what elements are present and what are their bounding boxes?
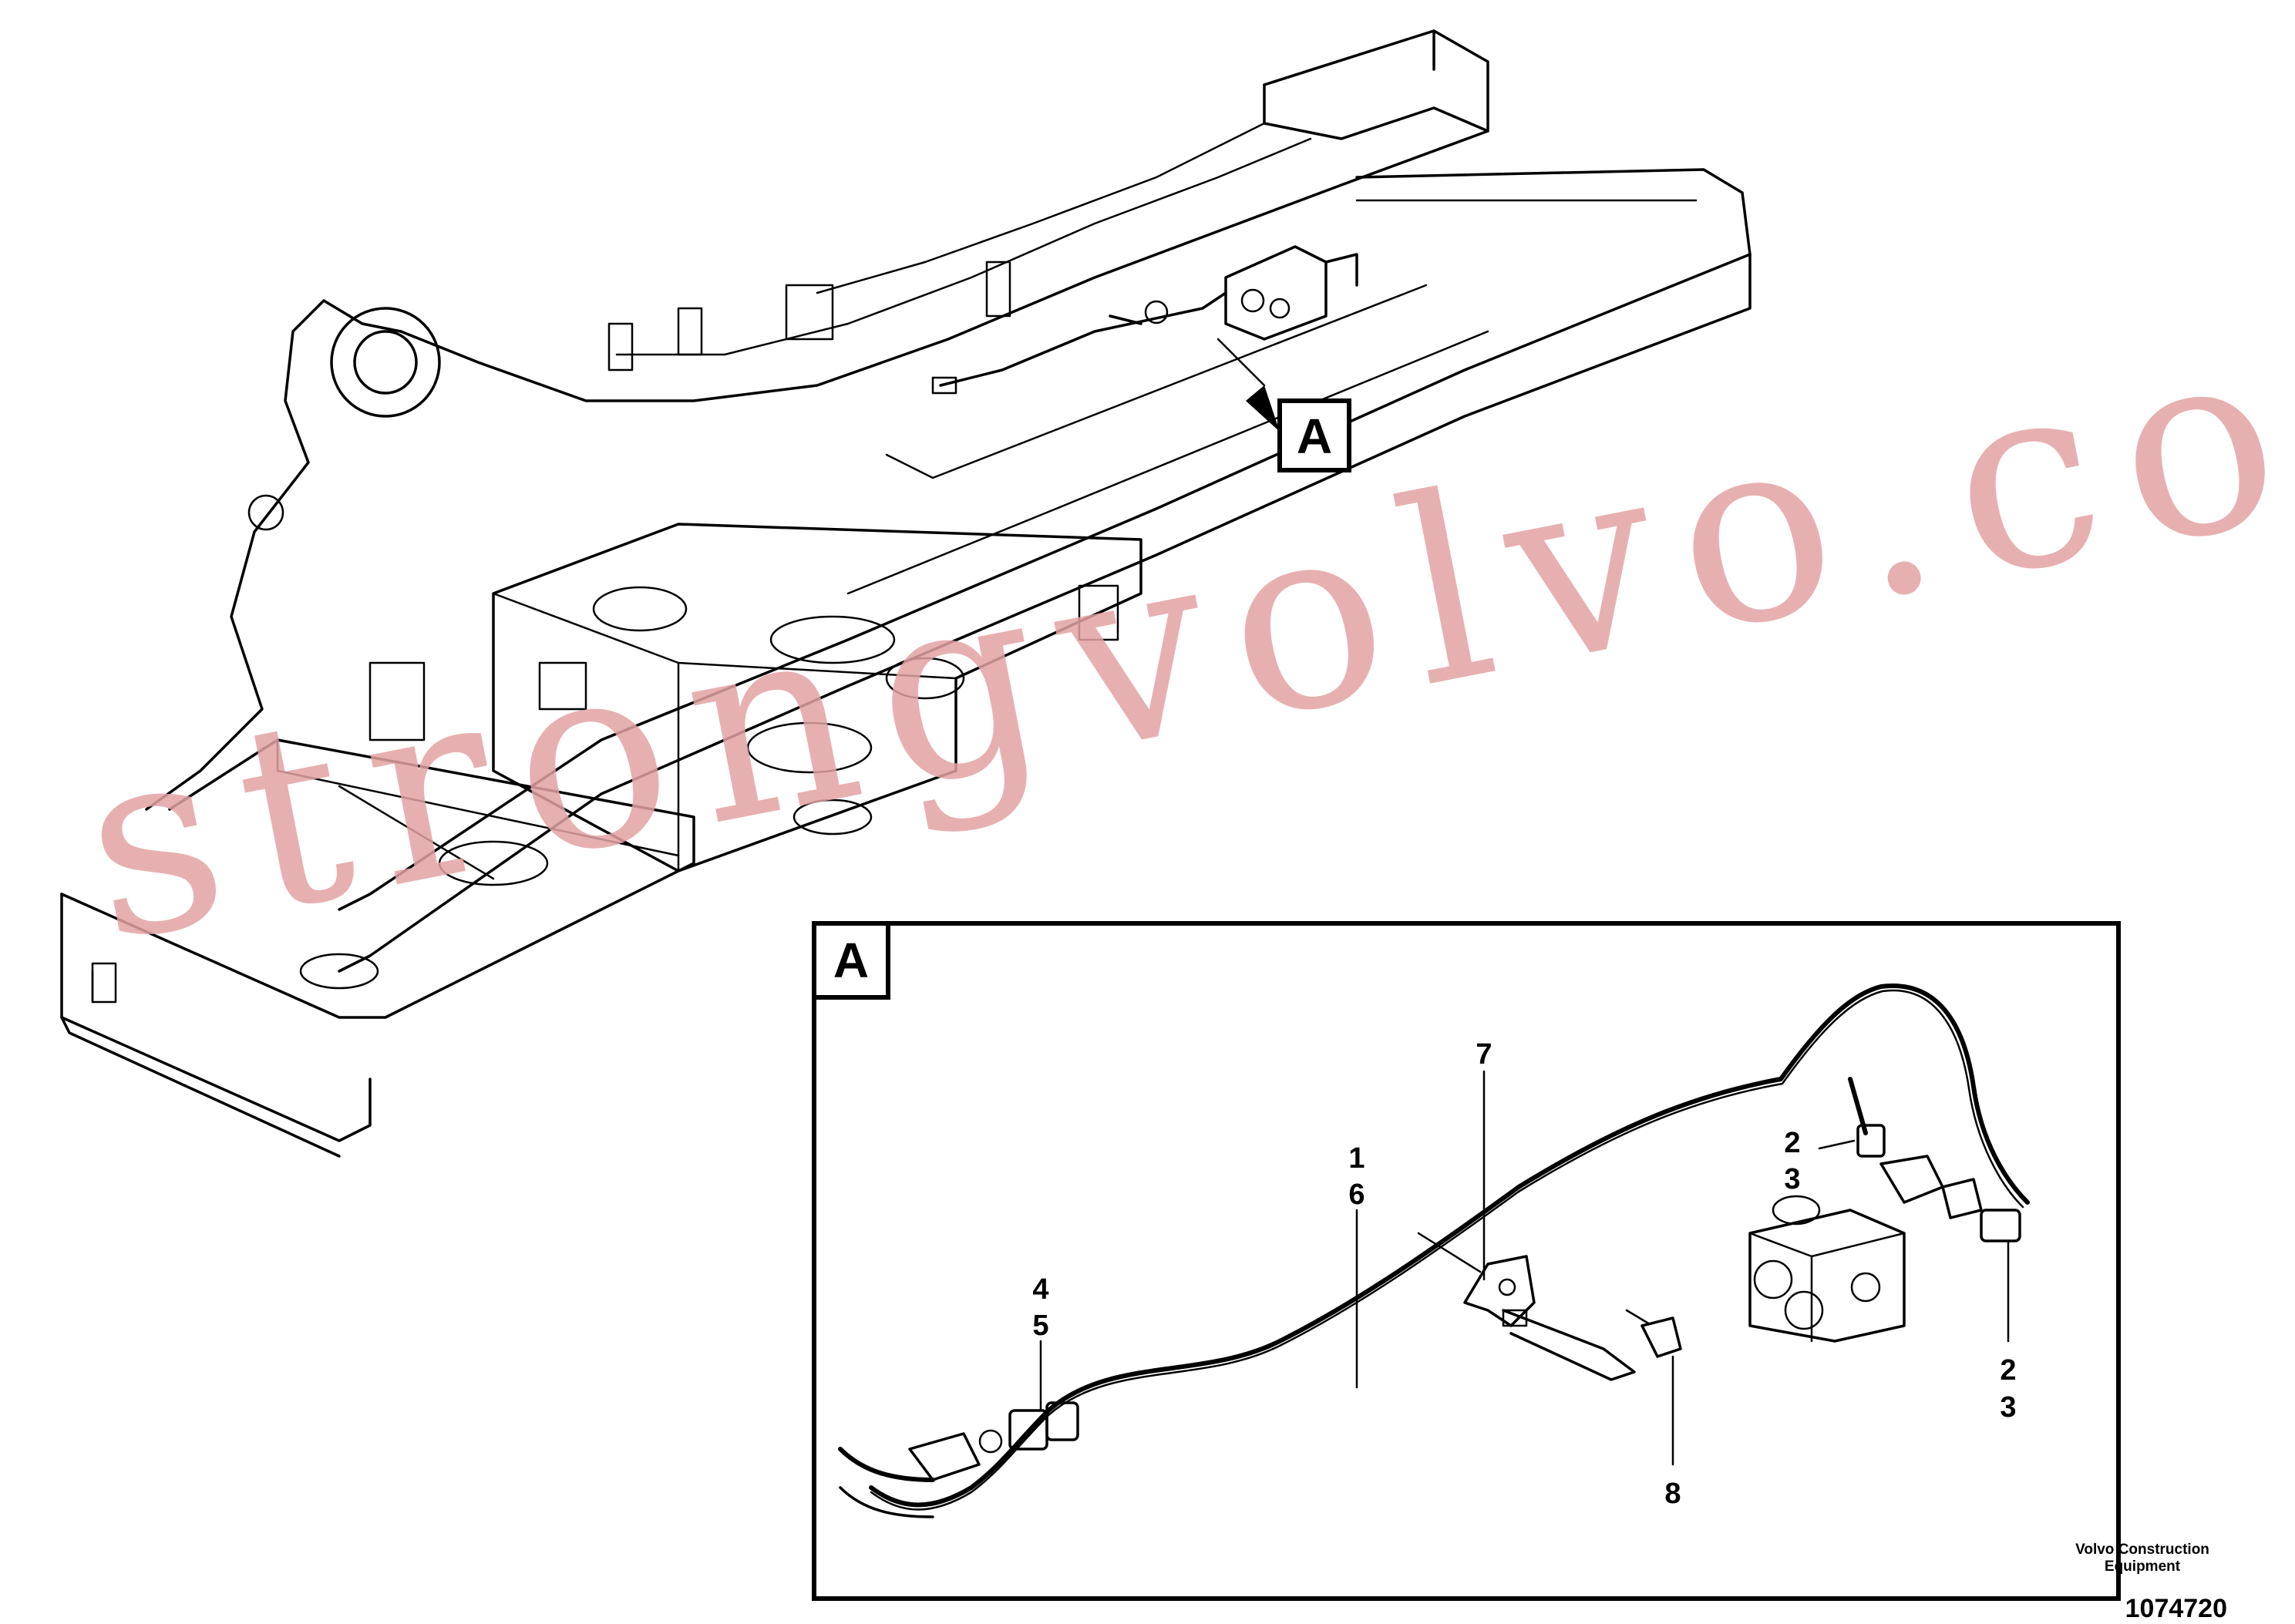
detail-view-frame [812,921,2121,1601]
view-a-label-box [1277,398,1351,472]
detail-view-label-box [812,921,890,1000]
detail-view-label: A [833,933,869,988]
machine-frame-drawing [60,29,1752,1158]
callout-1: 1 [1348,1142,1365,1175]
footer-brand-line1: Volvo Construction [2075,1542,2209,1558]
footer-brand: Volvo Construction Equipment [2050,1542,2235,1575]
view-a-label: A [1297,409,1332,464]
callout-5: 5 [1032,1310,1048,1342]
callout-3-upper: 3 [1784,1163,1800,1195]
callout-leaders [1039,1070,2010,1466]
view-a-arrow [1246,385,1280,432]
callout-4: 4 [1032,1273,1048,1306]
callout-8: 8 [1664,1478,1681,1510]
callout-3-lower: 3 [2000,1391,2016,1424]
view-a-leader [1216,338,1266,387]
detail-drawing [838,983,2030,1518]
callouts: 7 1 6 4 5 8 2 3 2 3 [1032,1038,2016,1510]
callout-6: 6 [1348,1178,1365,1211]
drawing-number: 1074720 [2125,1594,2227,1623]
footer-brand-line2: Equipment [2104,1558,2181,1575]
callout-2-lower: 2 [2000,1354,2016,1387]
callout-2-upper: 2 [1784,1127,1800,1159]
callout-7: 7 [1476,1038,1492,1071]
